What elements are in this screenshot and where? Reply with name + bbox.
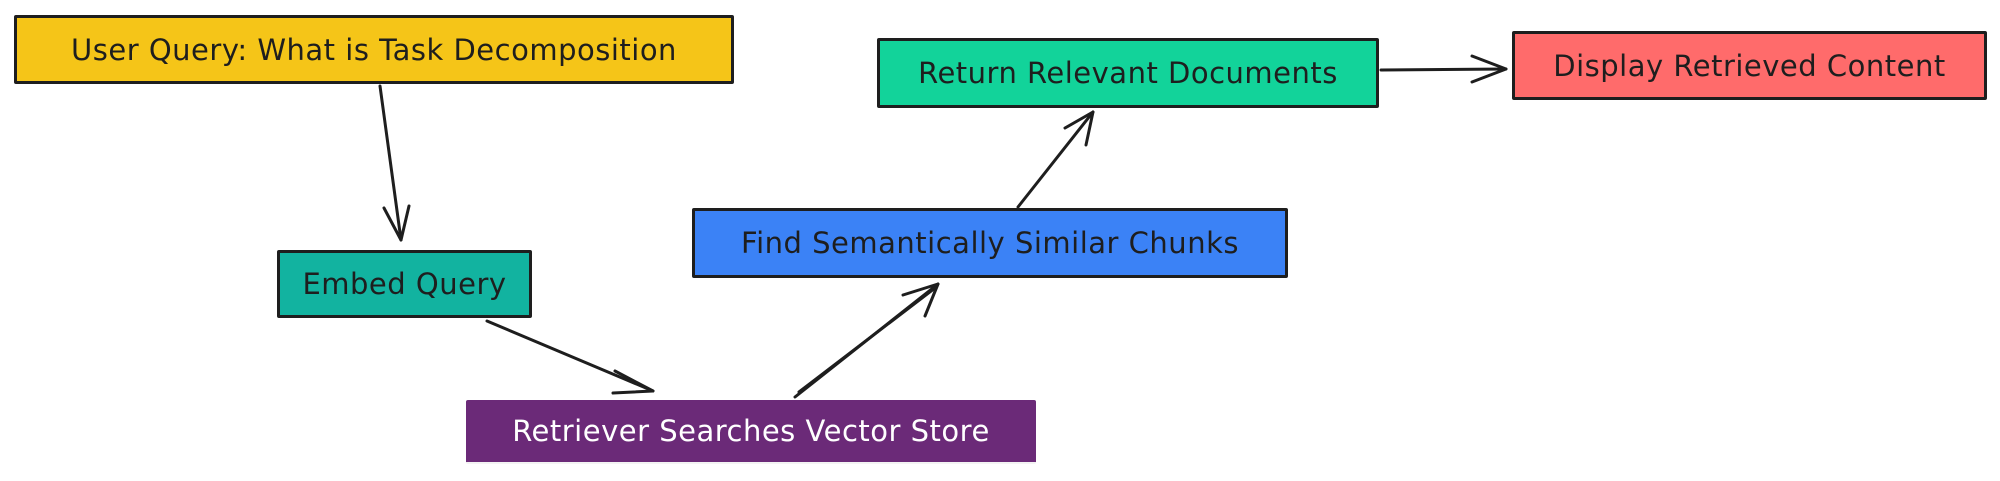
arrow-query-to-embed: [378, 84, 411, 242]
node-find-similar-chunks: Find Semantically Similar Chunks: [692, 208, 1288, 278]
arrow-search-to-find: [793, 282, 940, 399]
node-display-content: Display Retrieved Content: [1512, 31, 1987, 100]
node-embed-query: Embed Query: [277, 250, 532, 318]
arrow-embed-to-search: [485, 319, 655, 395]
arrow-return-to-display: [1379, 54, 1508, 84]
node-return-documents: Return Relevant Documents: [877, 38, 1379, 108]
node-retriever-search: Retriever Searches Vector Store: [466, 400, 1036, 464]
node-user-query: User Query: What is Task Decomposition: [14, 15, 734, 84]
arrow-find-to-return: [1016, 110, 1095, 209]
